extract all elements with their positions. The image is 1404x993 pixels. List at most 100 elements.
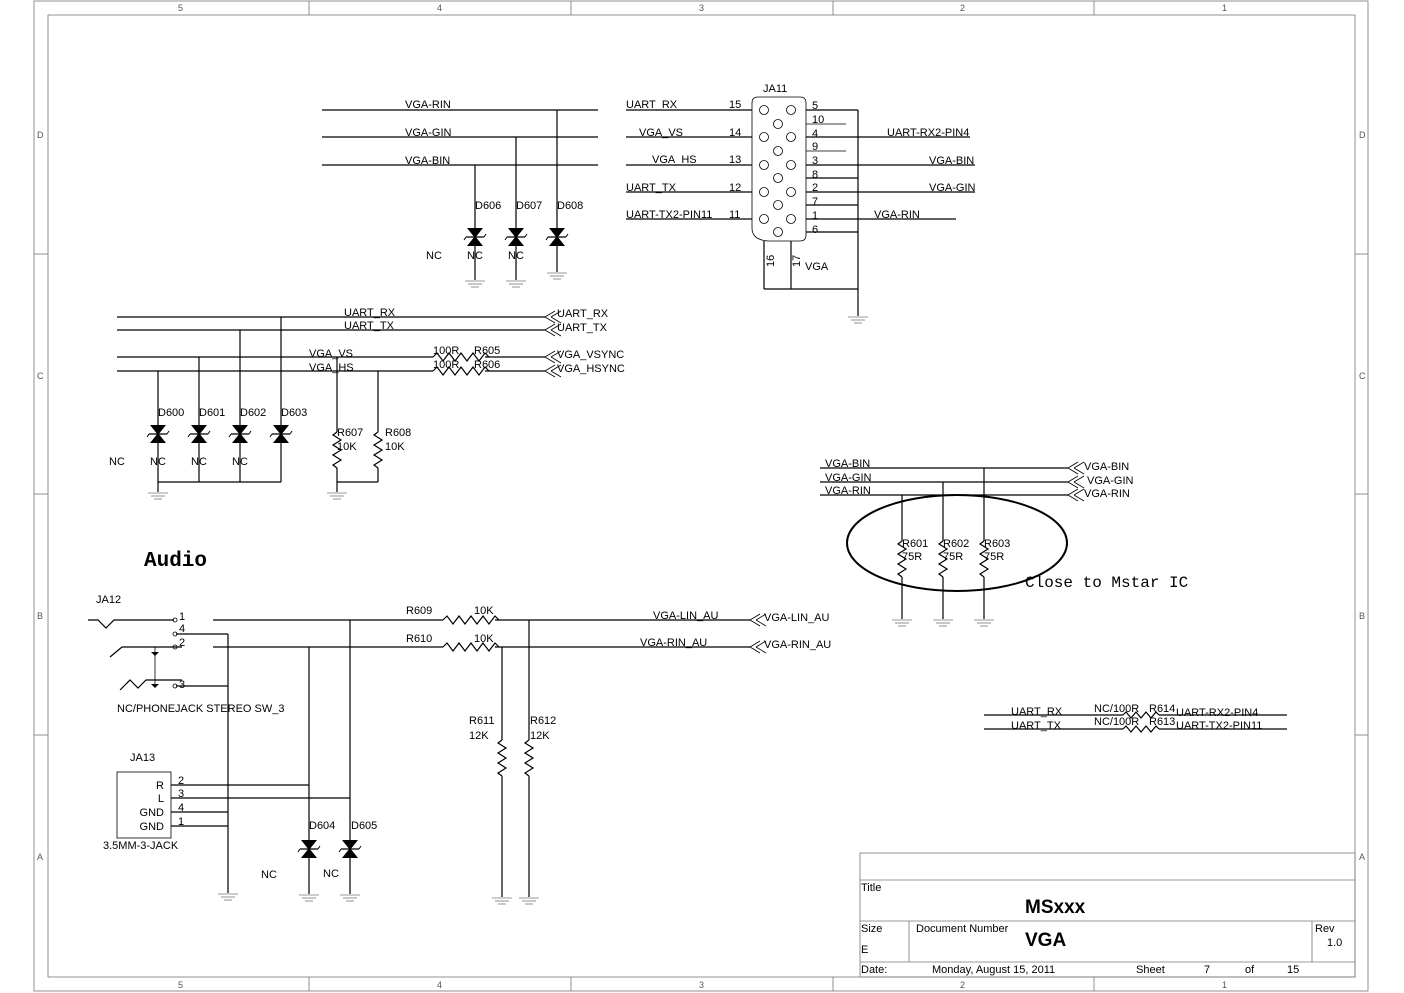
net-label: VGA_HS: [652, 154, 697, 166]
pin-number: 3: [812, 155, 818, 167]
net-label: UART_TX: [344, 320, 395, 332]
net-label: VGA-BIN: [825, 458, 870, 470]
net-label: UART_RX: [1011, 706, 1063, 718]
frame-col-label: 5: [178, 3, 183, 13]
port-label: VGA-RIN_AU: [764, 639, 831, 651]
net-label: VGA_HS: [309, 362, 354, 374]
sheet-number: 7: [1204, 964, 1210, 976]
resistor-value: 10K: [474, 633, 494, 645]
pin-number: 15: [729, 99, 741, 111]
net-label: VGA-GIN: [405, 127, 452, 139]
pin-number: 4: [179, 623, 185, 635]
jack-pin-label: L: [158, 793, 164, 805]
port-label: VGA_VSYNC: [557, 349, 624, 361]
frame-row-label: B: [37, 611, 43, 621]
resistor-value: 75R: [984, 551, 1004, 563]
pin-number: 12: [729, 182, 741, 194]
resistor-value: 100R: [433, 359, 459, 371]
connector-name: VGA: [805, 261, 829, 273]
port-label: VGA-RIN: [1084, 488, 1130, 500]
frame-col-label: 3: [699, 3, 704, 13]
connector-ref: JA11: [763, 83, 787, 95]
resistor-ref: R614: [1149, 703, 1175, 715]
pin-number: 2: [812, 182, 818, 194]
uart-sync-block: UART_RX UART_TX VGA_VS VGA_HS UART_RX UA…: [109, 307, 625, 500]
pin-number: 3: [178, 788, 184, 800]
pin-number: 9: [812, 141, 818, 153]
pin-number: 6: [812, 224, 818, 236]
pin-number: 10: [812, 114, 824, 126]
port-label: UART_TX: [557, 322, 608, 334]
pin-number: 14: [729, 127, 741, 139]
resistor-ref: R613: [1149, 716, 1175, 728]
pin-number: 2: [178, 775, 184, 787]
rev-value: 1.0: [1327, 937, 1342, 949]
frame-row-label: A: [1359, 852, 1365, 862]
size-label: Size: [861, 923, 882, 935]
pin-number: 5: [812, 100, 818, 112]
frame-col-label: 2: [960, 980, 965, 990]
resistor-value: NC/100R: [1094, 716, 1139, 728]
resistor-value: 12K: [469, 730, 489, 742]
resistor-ref: R601: [902, 538, 928, 550]
resistor-ref: R603: [984, 538, 1010, 550]
port-label: UART-RX2-PIN4: [1176, 707, 1258, 719]
pin-number: 3: [179, 679, 185, 691]
section-heading: Audio: [144, 550, 207, 573]
nc-label: NC: [191, 456, 207, 468]
diode-ref: D603: [281, 407, 307, 419]
title-block: Title MSxxx Size E Document Number VGA R…: [859, 852, 1356, 978]
net-label: VGA-RIN: [405, 99, 451, 111]
jack-ref: JA13: [130, 752, 155, 764]
nc-label: NC: [261, 869, 277, 881]
of-label: of: [1245, 964, 1255, 976]
nc-label: NC: [323, 868, 339, 880]
pin-number: 11: [729, 209, 740, 221]
diode-ref: D600: [158, 407, 184, 419]
net-label: VGA-GIN: [825, 472, 872, 484]
resistor-value: 75R: [943, 551, 963, 563]
nc-label: NC: [232, 456, 248, 468]
resistor-ref: R610: [406, 633, 432, 645]
diode-ref: D606: [475, 200, 501, 212]
resistor-ref: R606: [474, 359, 500, 371]
pin-number: 1: [178, 816, 184, 828]
date-label: Date:: [861, 964, 887, 976]
sheet-title: MSxxx: [1025, 897, 1086, 918]
nc-label: NC: [426, 250, 442, 262]
net-label: VGA-RIN: [825, 485, 871, 497]
frame-col-label: 5: [178, 980, 183, 990]
pin-number: 16: [765, 255, 777, 267]
jack-desc: 3.5MM-3-JACK: [103, 840, 179, 852]
frame-row-label: B: [1359, 611, 1365, 621]
resistor-ref: R605: [474, 345, 500, 357]
frame-row-label: C: [37, 371, 44, 381]
frame-row-label: C: [1359, 371, 1366, 381]
audio-block: Audio JA12 1 4 2 3 NC/PHONEJACK STEREO S…: [88, 550, 831, 905]
resistor-value: 10K: [337, 441, 357, 453]
frame-row-label: A: [37, 852, 43, 862]
resistor-value: 10K: [474, 605, 494, 617]
port-label: VGA-BIN: [1084, 461, 1129, 473]
pin-number: 4: [812, 128, 818, 140]
diode-ref: D607: [516, 200, 542, 212]
resistor-ref: R608: [385, 427, 411, 439]
port-label: VGA-LIN_AU: [764, 612, 829, 624]
pin-number: 1: [812, 210, 818, 222]
uart2-block: UART_RX UART_TX NC/100R R614 NC/100R R61…: [984, 703, 1287, 733]
diode-ref: D605: [351, 820, 377, 832]
net-label: VGA-BIN: [929, 155, 974, 167]
frame-col-label: 3: [699, 980, 704, 990]
pin-number: 4: [178, 802, 184, 814]
net-label: VGA_VS: [639, 127, 683, 139]
frame-col-label: 1: [1222, 980, 1227, 990]
resistor-ref: R612: [530, 715, 556, 727]
pin-number: 7: [812, 196, 818, 208]
vga-connector-ja11: JA11 UART_RX VGA_VS VGA_HS UART_TX UART-…: [626, 83, 976, 324]
frame-col-label: 2: [960, 3, 965, 13]
diode-ref: D608: [557, 200, 583, 212]
jack-ref: JA12: [96, 594, 121, 606]
frame-row-label: D: [1359, 130, 1366, 140]
resistor-value: 100R: [433, 345, 459, 357]
